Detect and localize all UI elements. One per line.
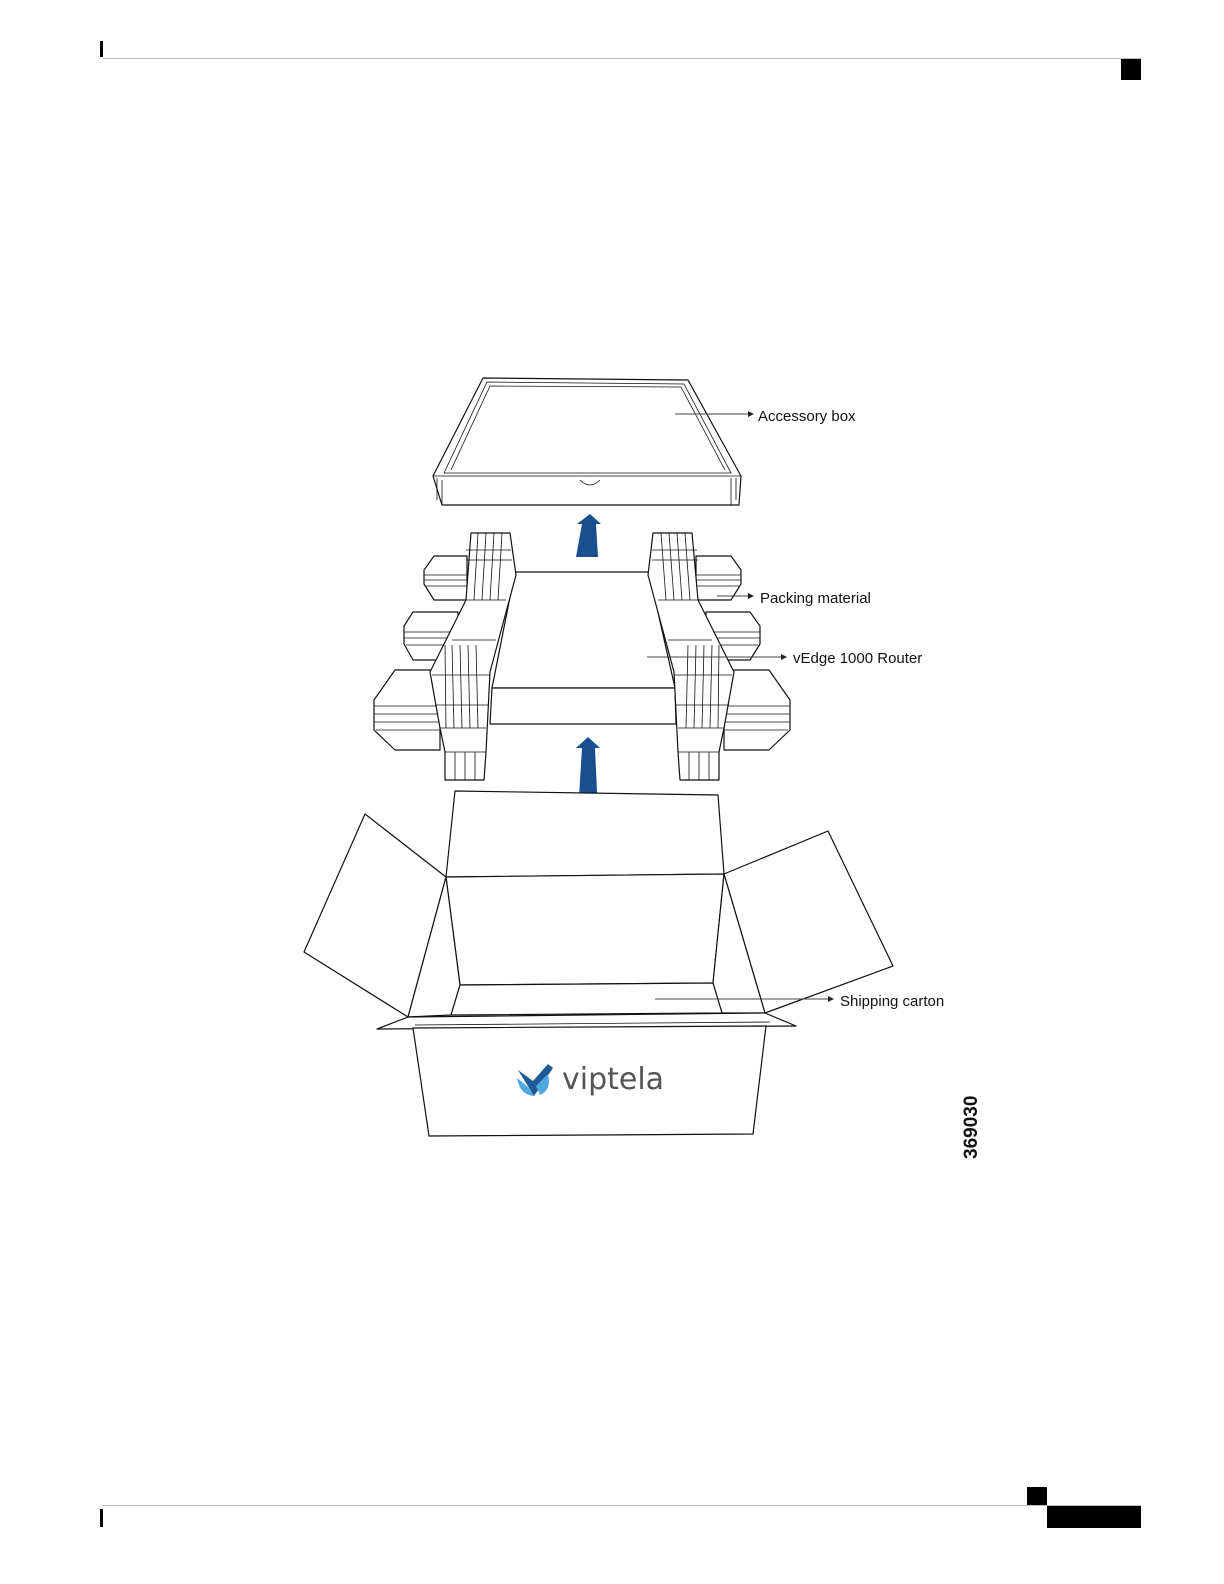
packing-foam-right: [648, 533, 790, 780]
footer-margin-mark: [100, 1509, 103, 1527]
accessory-box: [433, 378, 741, 505]
callout-router: vEdge 1000 Router: [793, 650, 922, 667]
footer-page-mark: [1027, 1487, 1047, 1505]
lift-arrow-top: [576, 514, 601, 557]
figure-id: 369030: [961, 1096, 982, 1159]
packing-foam-left: [374, 533, 516, 780]
viptela-logo-text: viptela: [562, 1062, 664, 1097]
callout-shipping-carton: Shipping carton: [840, 993, 944, 1010]
footer-page-tab: [1047, 1506, 1141, 1528]
footer-rule: [103, 1505, 1141, 1506]
callout-packing-material: Packing material: [760, 590, 871, 607]
callout-accessory-box: Accessory box: [758, 408, 856, 425]
vedge-router: [490, 572, 676, 724]
